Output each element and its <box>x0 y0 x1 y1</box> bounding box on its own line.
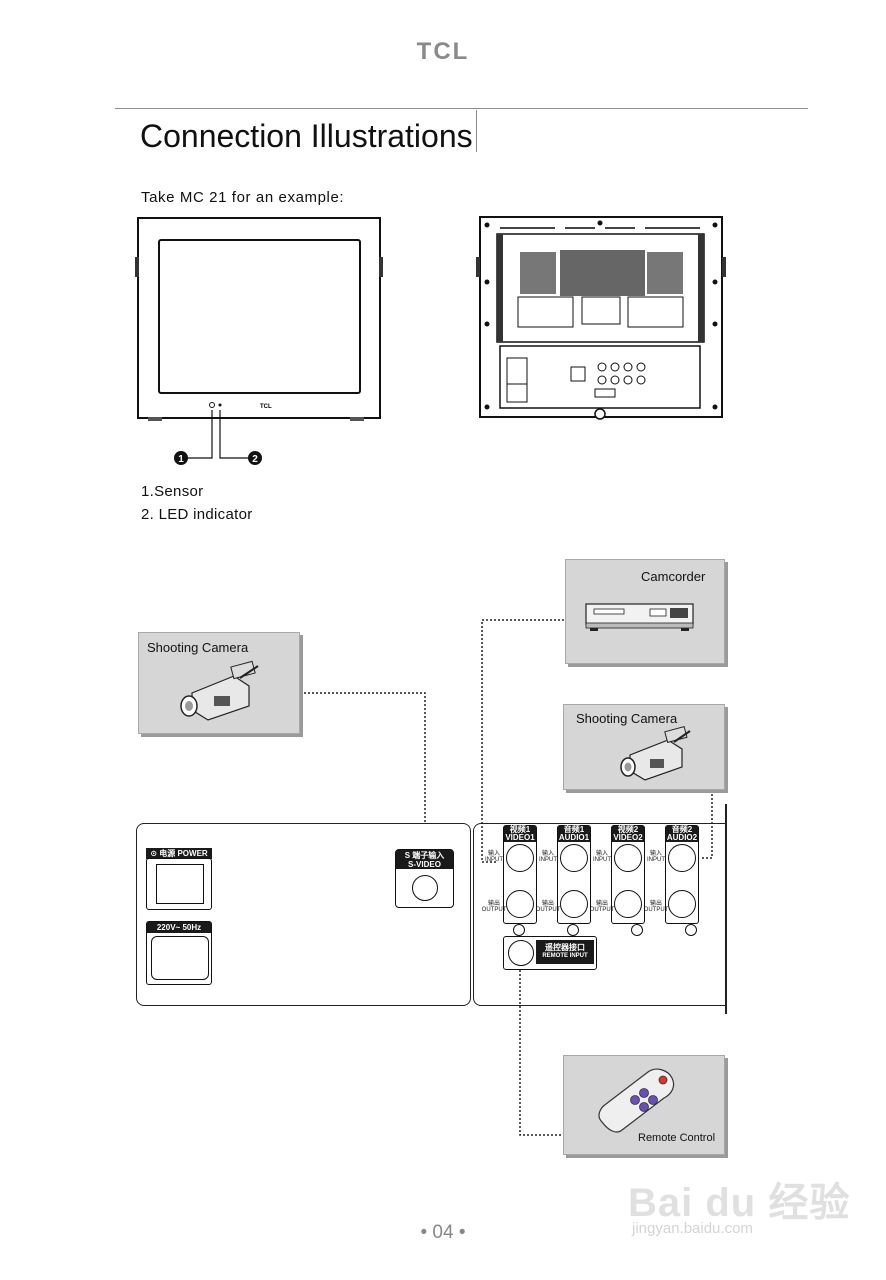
audio2-label: AUDIO2 <box>666 833 698 842</box>
monitor-front-view: TCL 1 2 <box>135 217 383 465</box>
callout-2-label: 2 <box>252 454 258 465</box>
shooting-camera-left-box: Shooting Camera <box>138 632 300 734</box>
front-logo: TCL <box>260 404 272 410</box>
shooting-camera-right-label: Shooting Camera <box>576 711 678 726</box>
column-mount-hole <box>567 924 579 936</box>
intro-text: Take MC 21 for an example: <box>141 189 345 206</box>
mains-label: 220V~ 50Hz <box>147 922 211 933</box>
watermark-url: jingyan.baidu.com <box>632 1220 753 1237</box>
callout-1-label: 1 <box>178 454 184 465</box>
audio1-input-jack[interactable] <box>560 844 588 872</box>
video1-label-cn: 视频1 <box>509 825 531 834</box>
svideo-label-en: S-VIDEO <box>408 860 441 869</box>
vcr-icon <box>585 603 694 631</box>
video-camera-icon <box>620 726 691 781</box>
panel-edge-line <box>725 804 727 1014</box>
svideo-label-cn: S 端子输入 <box>404 851 445 860</box>
line-left-camera <box>300 692 426 862</box>
header-rule <box>115 108 808 109</box>
watermark-logo: Bai du 经验 <box>628 1181 851 1225</box>
remote-input-label: 遥控器接口 REMOTE INPUT <box>536 940 594 964</box>
title-divider <box>476 110 477 152</box>
video2-output-jack[interactable] <box>614 890 642 918</box>
line-remote <box>519 970 626 1136</box>
power-switch-housing <box>146 858 212 910</box>
audio1-label: AUDIO1 <box>558 833 590 842</box>
video1-output-jack[interactable] <box>506 890 534 918</box>
remote-input-port: 遥控器接口 REMOTE INPUT <box>503 936 597 970</box>
mains-socket-housing: 220V~ 50Hz <box>146 921 212 985</box>
audio2-input-jack[interactable] <box>668 844 696 872</box>
remote-control-label: Remote Control <box>638 1132 716 1144</box>
column-mount-hole <box>631 924 643 936</box>
svideo-label: S 端子输入 S-VIDEO <box>396 850 453 869</box>
camcorder-label: Camcorder <box>641 569 706 584</box>
legend-led-indicator: 2. LED indicator <box>141 506 253 523</box>
camcorder-box: Camcorder <box>565 559 725 664</box>
video2-label-cn: 视频2 <box>617 825 639 834</box>
left-connection-panel: ⊙ 电源 POWER 220V~ 50Hz S 端子输入 S-VIDEO <box>136 823 471 1006</box>
power-switch[interactable] <box>156 864 204 904</box>
video2-label: VIDEO2 <box>613 833 643 842</box>
line-camcorder <box>481 619 564 863</box>
page-number: • 04 • <box>420 1222 466 1243</box>
svideo-jack[interactable] <box>412 875 438 901</box>
callout-1 <box>174 451 188 465</box>
shooting-camera-left-label: Shooting Camera <box>147 640 249 655</box>
brand-logo: TCL <box>416 38 470 65</box>
callout-2 <box>248 451 262 465</box>
power-label: ⊙ 电源 POWER <box>146 848 212 859</box>
video1-label: VIDEO1 <box>505 833 535 842</box>
column-mount-hole <box>513 924 525 936</box>
remote-input-jack[interactable] <box>508 940 534 966</box>
audio2-output-jack[interactable] <box>668 890 696 918</box>
remote-control-icon <box>598 1068 675 1133</box>
audio1-output-jack[interactable] <box>560 890 588 918</box>
remote-control-box: Remote Control <box>563 1055 725 1155</box>
mains-socket[interactable] <box>151 936 209 980</box>
remote-input-label-cn: 遥控器接口 <box>545 943 585 952</box>
video1-input-jack[interactable] <box>506 844 534 872</box>
line-right-camera <box>700 790 713 859</box>
remote-input-label-en: REMOTE INPUT <box>542 953 588 959</box>
legend-sensor: 1.Sensor <box>141 483 204 500</box>
audio1-label-cn: 音频1 <box>563 825 585 834</box>
video-camera-icon <box>180 660 259 721</box>
shooting-camera-right-box: Shooting Camera <box>563 704 725 790</box>
monitor-rear-view <box>476 216 726 420</box>
video2-input-jack[interactable] <box>614 844 642 872</box>
page-title: Connection Illustrations <box>140 118 473 154</box>
right-connection-panel <box>473 823 726 1006</box>
svideo-port-housing: S 端子输入 S-VIDEO <box>395 849 454 908</box>
audio2-label-cn: 音频2 <box>671 825 693 834</box>
column-mount-hole <box>685 924 697 936</box>
